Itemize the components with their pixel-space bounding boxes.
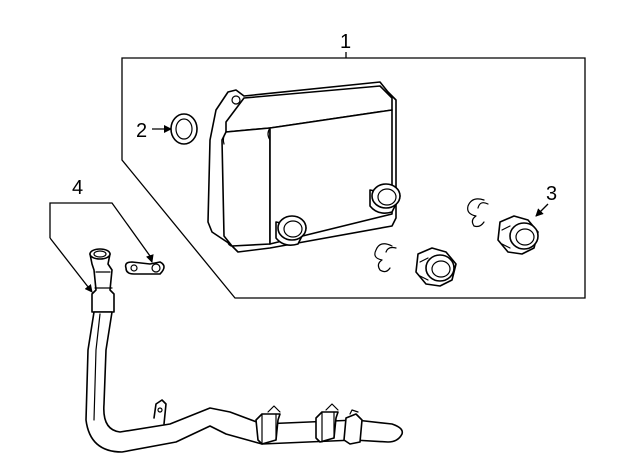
seal-ring <box>170 113 198 145</box>
callout-4: 4 <box>49 177 154 293</box>
fitting-right <box>497 215 539 255</box>
callout-3: 3 <box>535 183 557 217</box>
callout-label-3: 3 <box>546 183 557 205</box>
retaining-clip-right <box>467 198 485 228</box>
callout-label-4: 4 <box>72 177 83 199</box>
callout-label-1: 1 <box>340 31 351 53</box>
fitting-left <box>415 247 457 287</box>
assembly-outline <box>121 57 586 299</box>
callout-1: 1 <box>340 31 351 58</box>
retaining-clip-left <box>374 243 393 273</box>
oil-cooler <box>207 81 401 253</box>
line-bracket-clip <box>124 261 165 275</box>
cooler-line <box>85 248 404 453</box>
line-clamp-2 <box>315 403 339 443</box>
cooler-port-right <box>369 183 401 214</box>
line-clamp-1 <box>255 405 281 445</box>
callout-2: 2 <box>136 120 172 142</box>
callout-label-2: 2 <box>136 120 147 142</box>
cooler-port-left <box>275 215 307 246</box>
